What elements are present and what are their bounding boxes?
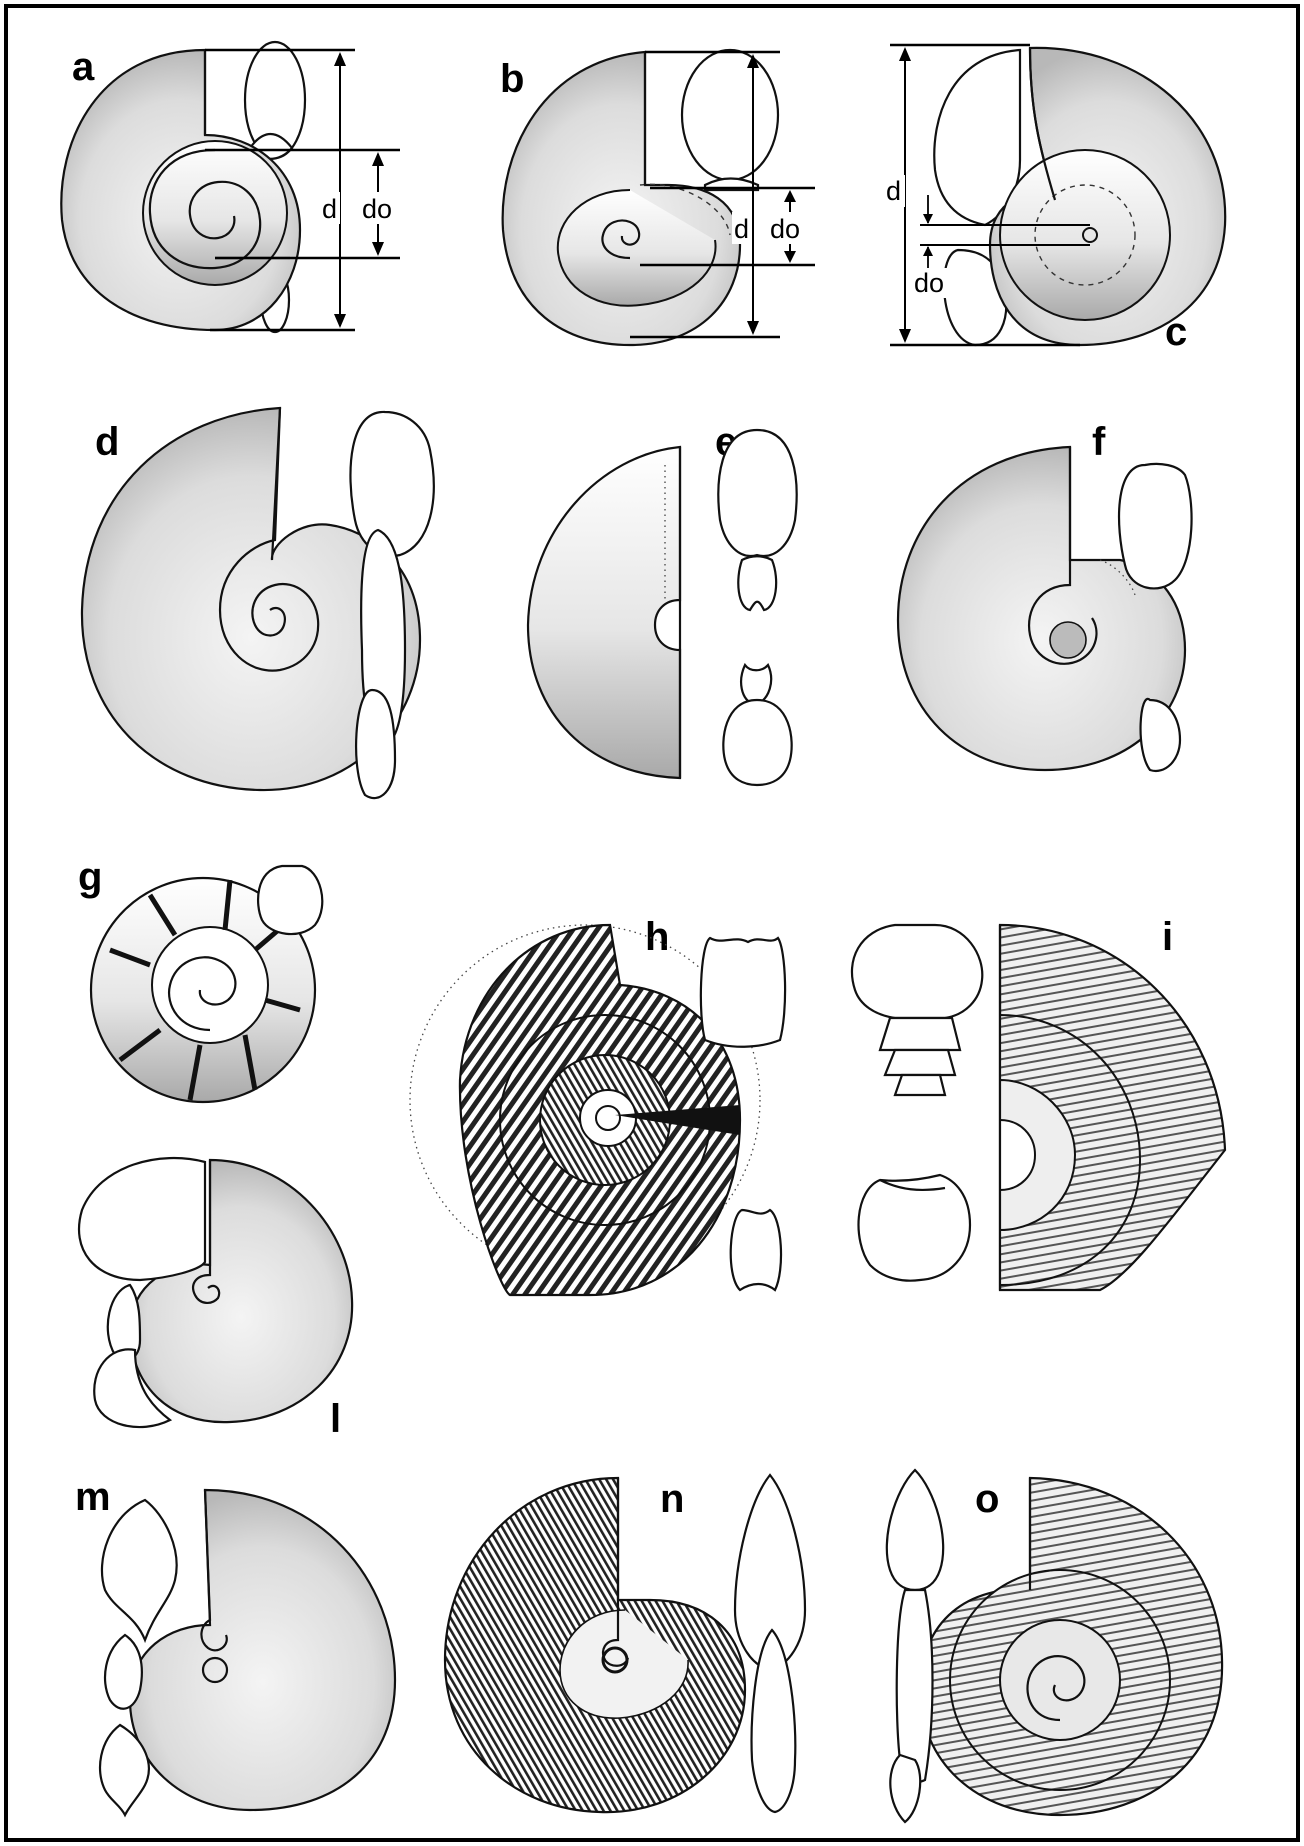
panel-g: g bbox=[78, 855, 322, 1102]
arrowhead bbox=[923, 214, 933, 256]
whorl-section bbox=[682, 50, 778, 180]
panel-d-label: d bbox=[95, 420, 119, 464]
umbilicus bbox=[1050, 622, 1086, 658]
panel-h: h bbox=[410, 915, 785, 1295]
dim-label-do: do bbox=[770, 214, 800, 244]
whorl-section bbox=[79, 1158, 205, 1280]
whorl-section bbox=[350, 412, 433, 556]
whorl-section bbox=[102, 1500, 177, 1640]
panel-n: n bbox=[445, 1475, 805, 1812]
panel-b: b d do bbox=[500, 50, 815, 345]
panel-m: m bbox=[75, 1475, 395, 1815]
dim-label-do: do bbox=[914, 268, 944, 298]
panel-c: c d do bbox=[885, 45, 1225, 354]
panel-o-label: o bbox=[975, 1477, 999, 1521]
whorl-section bbox=[731, 1210, 781, 1290]
panel-m-label: m bbox=[75, 1475, 111, 1519]
panel-g-label: g bbox=[78, 855, 102, 899]
whorl-section bbox=[895, 1075, 945, 1095]
panel-a-label: a bbox=[72, 45, 95, 89]
panel-n-label: n bbox=[660, 1477, 684, 1521]
dim-label-d: d bbox=[886, 176, 901, 206]
whorl-section bbox=[1119, 464, 1192, 589]
panel-d: d bbox=[82, 408, 434, 798]
inner-whorl bbox=[1000, 1620, 1120, 1740]
whorl-section bbox=[258, 866, 322, 934]
panel-h-label: h bbox=[645, 915, 669, 959]
panel-f-label: f bbox=[1092, 420, 1106, 464]
whorl-section bbox=[701, 938, 785, 1047]
whorl-section bbox=[897, 1590, 933, 1782]
whorl-section bbox=[852, 925, 982, 1018]
panel-i: i bbox=[852, 915, 1225, 1290]
ammonite-shell-half bbox=[528, 447, 680, 778]
whorl-section bbox=[859, 1175, 970, 1281]
panel-i-label: i bbox=[1162, 915, 1173, 959]
whorl-section bbox=[718, 430, 796, 556]
whorl-section bbox=[105, 1635, 142, 1709]
panel-o: o bbox=[887, 1470, 1222, 1822]
whorl-section bbox=[738, 556, 776, 610]
panel-b-label: b bbox=[500, 57, 524, 101]
whorl-section bbox=[885, 1050, 955, 1075]
panel-l: l bbox=[79, 1158, 352, 1441]
panel-a: a d do bbox=[61, 42, 400, 332]
panel-f: f bbox=[898, 420, 1192, 771]
whorl-section bbox=[1141, 699, 1180, 771]
dim-label-d: d bbox=[322, 194, 337, 224]
protoconch bbox=[596, 1106, 620, 1130]
dim-label-d: d bbox=[734, 214, 749, 244]
panel-l-label: l bbox=[330, 1397, 341, 1441]
whorl-section bbox=[880, 1018, 960, 1050]
inner-whorl bbox=[1000, 150, 1170, 320]
whorl-section bbox=[890, 1755, 920, 1822]
whorl-section bbox=[887, 1470, 943, 1590]
whorl-section bbox=[723, 700, 791, 785]
panel-e: e bbox=[528, 420, 797, 785]
whorl-section bbox=[356, 690, 395, 798]
inner-whorl bbox=[143, 141, 287, 285]
dim-label-do: do bbox=[362, 194, 392, 224]
